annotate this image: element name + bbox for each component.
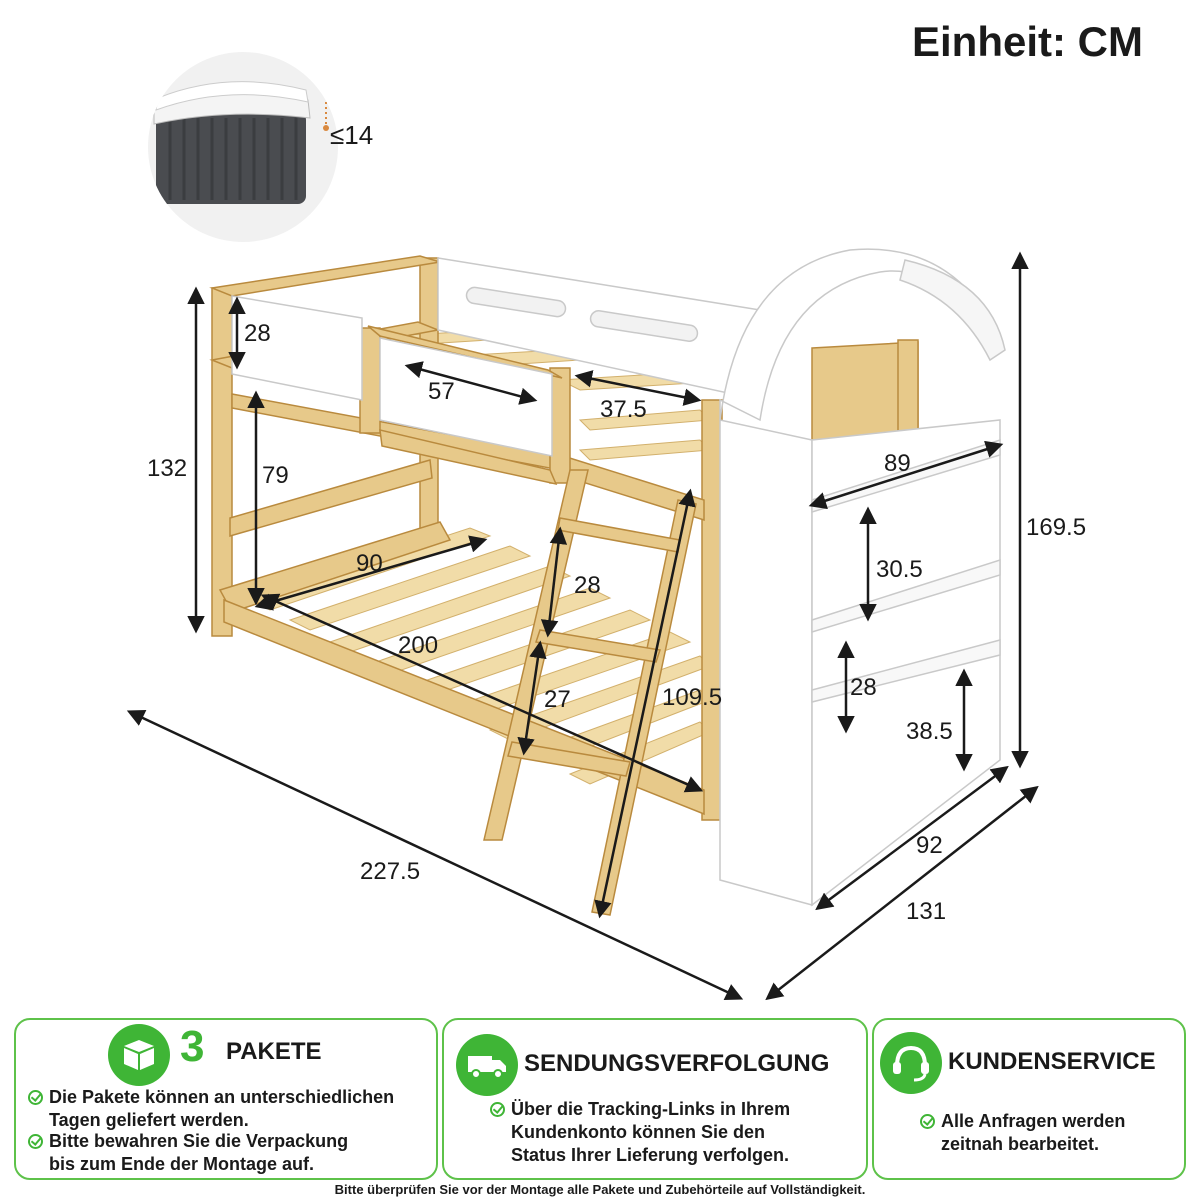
- dim-overall-width: 131: [906, 898, 947, 925]
- dim-shelf-gap-top: 30.5: [876, 556, 923, 583]
- dim-shelf-bottom-height: 38.5: [906, 718, 953, 745]
- dim-ladder-step-bottom: 27: [544, 686, 571, 713]
- service-bullet-1: Alle Anfragen werden zeitnah bearbeitet.: [920, 1110, 1125, 1156]
- packages-title: PAKETE: [226, 1038, 322, 1065]
- packages-count: 3: [180, 1022, 205, 1071]
- packages-bullet-2: Bitte bewahren Sie die Verpackung bis zu…: [28, 1130, 348, 1176]
- dim-total-height: 169.5: [1026, 514, 1087, 541]
- mattress-height-label: ≤14: [330, 120, 374, 150]
- tracking-title: SENDUNGSVERFOLGUNG: [524, 1050, 830, 1077]
- info-panel-packages: 3 PAKETE Die Pakete können an unterschie…: [14, 1018, 438, 1180]
- dim-slat-gap: 37.5: [600, 396, 647, 423]
- package-box-icon: [108, 1024, 170, 1086]
- dim-guard-height: 28: [244, 320, 271, 347]
- footer-note: Bitte überprüfen Sie vor der Montage all…: [334, 1182, 866, 1197]
- unit-title: Einheit: CM: [912, 18, 1143, 65]
- dim-shelf-depth: 92: [916, 832, 943, 859]
- dim-lower-bed-width: 90: [356, 550, 383, 577]
- delivery-truck-icon: [456, 1034, 518, 1096]
- dim-lower-clearance: 79: [262, 462, 289, 489]
- dim-ladder-step-top: 28: [574, 572, 601, 599]
- check-icon: [28, 1090, 43, 1105]
- dim-overall-length: 227.5: [360, 858, 421, 885]
- check-icon: [28, 1134, 43, 1149]
- headset-icon: [880, 1032, 942, 1094]
- service-title: KUNDENSERVICE: [948, 1048, 1156, 1075]
- tracking-bullet-1: Über die Tracking-Links in Ihrem Kundenk…: [490, 1098, 790, 1167]
- dim-lower-bed-length: 200: [398, 632, 439, 659]
- dim-shelf-width: 89: [884, 450, 911, 477]
- info-panel-service: KUNDENSERVICE Alle Anfragen werden zeitn…: [872, 1018, 1186, 1180]
- dim-shelf-gap-mid: 28: [850, 674, 877, 701]
- bunk-bed-illustration: [126, 248, 1039, 1001]
- check-icon: [490, 1102, 505, 1117]
- info-panel-tracking: SENDUNGSVERFOLGUNG Über die Tracking-Lin…: [442, 1018, 868, 1180]
- mattress-image: [148, 52, 338, 242]
- packages-bullet-1: Die Pakete können an unterschiedlichen T…: [28, 1086, 394, 1132]
- dim-ladder-length: 109.5: [662, 684, 723, 711]
- check-icon: [920, 1114, 935, 1129]
- dim-guard-opening: 57: [428, 378, 455, 405]
- dim-total-height-left: 132: [147, 455, 188, 482]
